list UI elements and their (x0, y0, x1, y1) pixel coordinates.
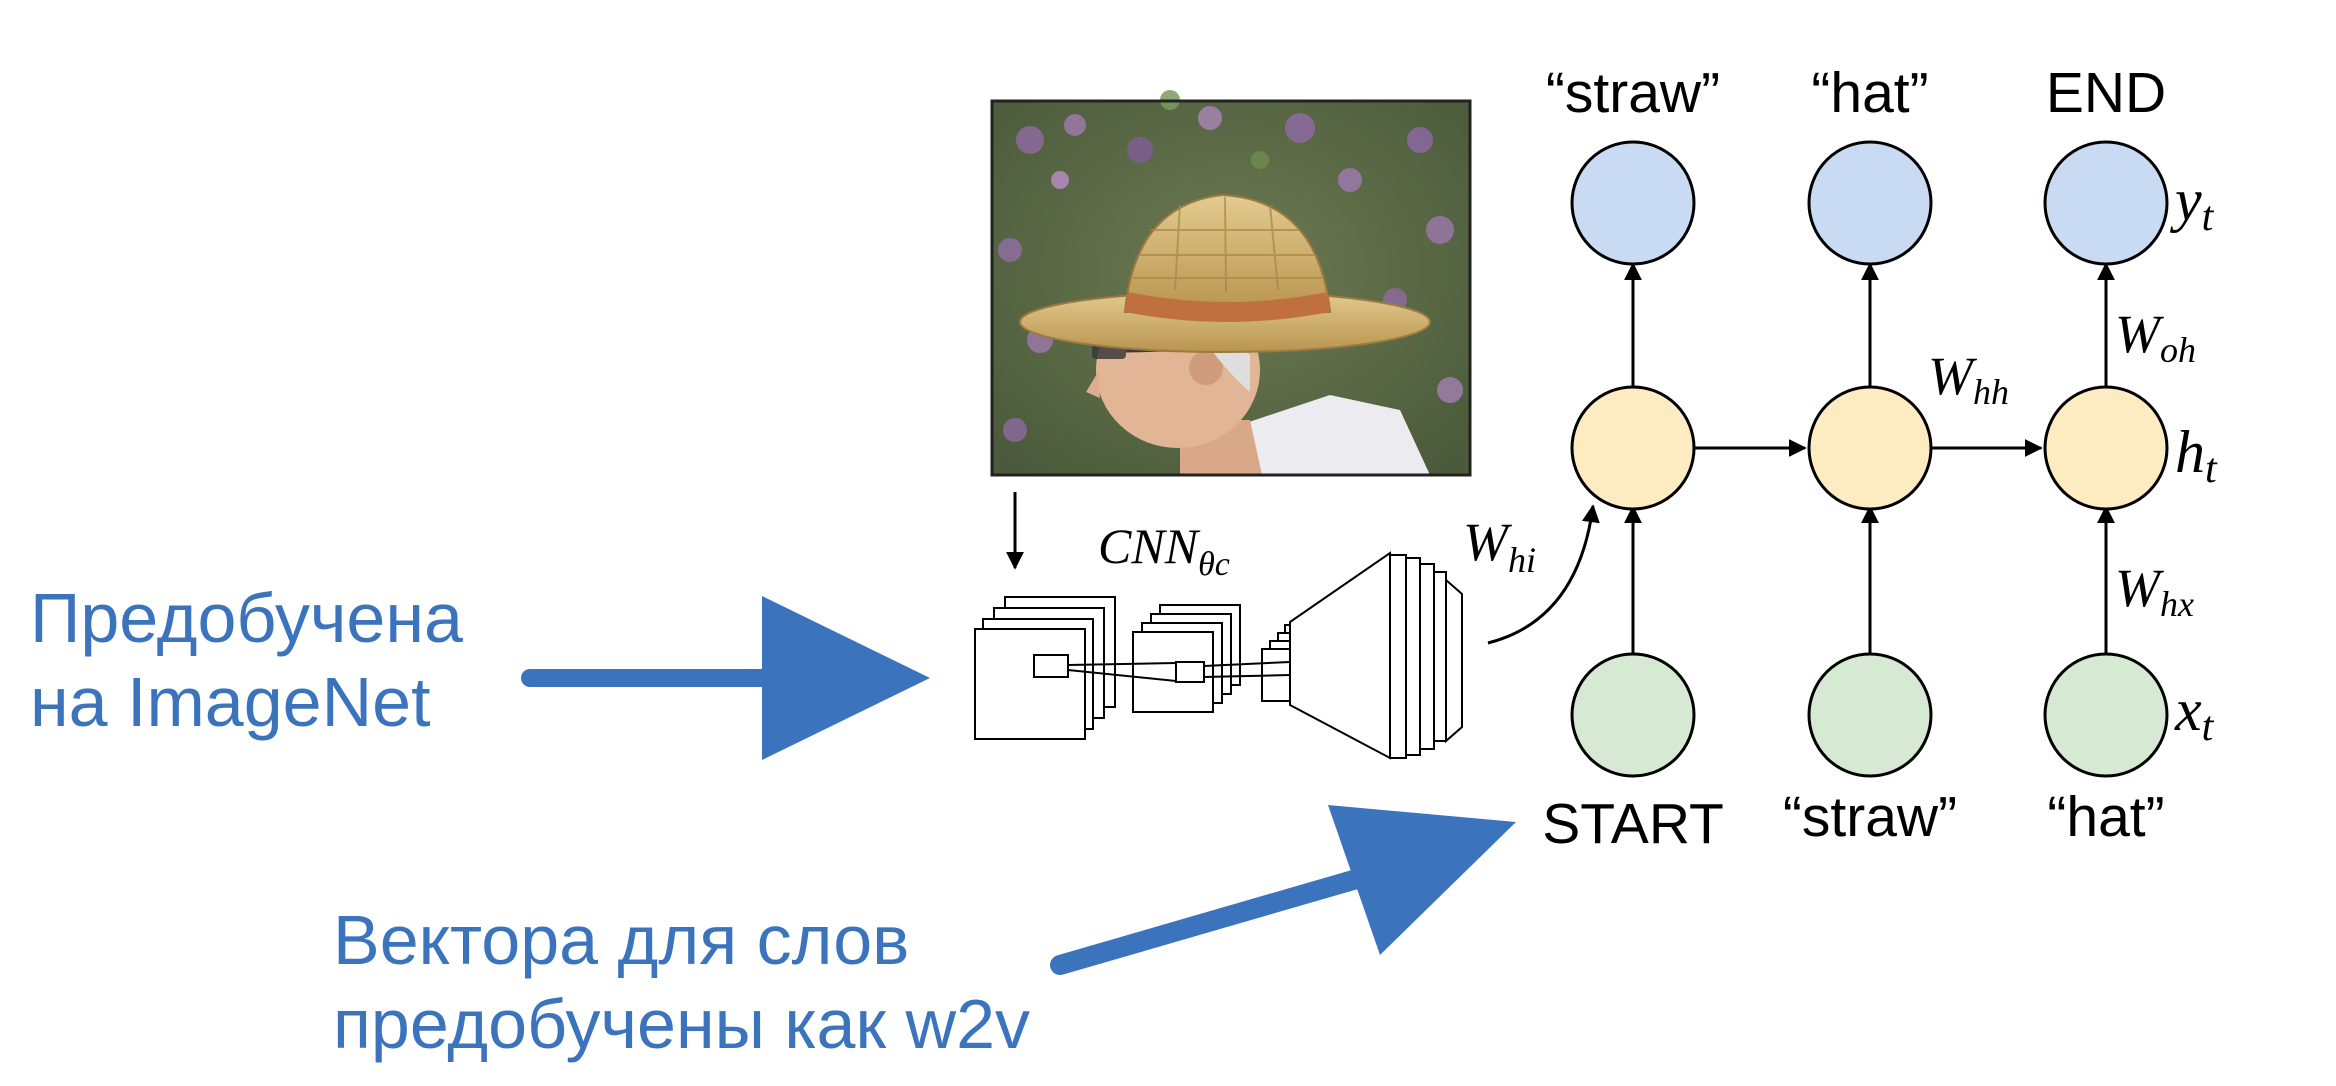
annotation-pretrained-imagenet: Предобучена на ImageNet (30, 576, 463, 744)
weight-oh-label: Woh (2115, 304, 2196, 370)
annotation-line: на ImageNet (30, 663, 431, 741)
symbol-y-base: y (2169, 167, 2202, 233)
weight-oh-sub: oh (2160, 330, 2196, 370)
output-node (1570, 140, 1696, 266)
weight-hh-sub: hh (1973, 372, 2009, 412)
symbol-x-sub: t (2202, 704, 2215, 750)
cnn-sketch (974, 551, 1463, 760)
annotation-line: Вектора для слов (333, 901, 910, 979)
symbol-x-t: xt (2174, 677, 2215, 750)
output-node (1807, 140, 1933, 266)
weight-hx-base: W (2115, 558, 2165, 618)
annotation-line: предобучены как w2v (333, 985, 1031, 1063)
weight-hh-base: W (1928, 346, 1978, 406)
output-label: “hat” (1811, 61, 1928, 125)
symbol-h-sub: t (2205, 446, 2218, 492)
symbol-h-base: h (2175, 419, 2205, 485)
input-node (1807, 652, 1933, 778)
weight-hx-sub: hx (2160, 584, 2194, 624)
annotation-line: Предобучена (30, 579, 463, 657)
weight-oh-base: W (2115, 304, 2165, 364)
photo-man-in-straw-hat (990, 90, 1472, 477)
symbol-y-t: yt (2169, 167, 2215, 240)
weight-hi-base: W (1463, 512, 1513, 572)
hidden-node (1570, 385, 1696, 511)
hidden-node (2043, 385, 2169, 511)
weight-hi-sub: hi (1508, 540, 1536, 580)
cnn-label-base: CNN (1098, 518, 1201, 574)
annotation-pretrained-w2v: Вектора для слов предобучены как w2v (333, 898, 1030, 1066)
output-label: “straw” (1546, 61, 1720, 125)
weight-hh-label: Whh (1928, 346, 2009, 412)
symbol-h-t: ht (2175, 419, 2218, 492)
weight-hx-label: Whx (2115, 558, 2194, 624)
input-label: “straw” (1783, 785, 1957, 849)
annotation-arrow-words (1050, 805, 1516, 975)
hidden-node (1807, 385, 1933, 511)
cnn-label-sub: θc (1198, 546, 1230, 583)
cnn-to-hidden-arrow (1487, 504, 1600, 645)
input-node (2043, 652, 2169, 778)
annotation-arrow-cnn (521, 596, 930, 760)
input-label: START (1542, 792, 1724, 856)
symbol-y-sub: t (2202, 194, 2215, 240)
cnn-theta-label: CNNθc (1098, 518, 1230, 583)
input-node (1570, 652, 1696, 778)
output-node (2043, 140, 2169, 266)
input-label: “hat” (2047, 785, 2164, 849)
output-label: END (2046, 61, 2166, 125)
symbol-x-base: x (2174, 677, 2202, 743)
weight-hi-label: Whi (1463, 512, 1536, 580)
